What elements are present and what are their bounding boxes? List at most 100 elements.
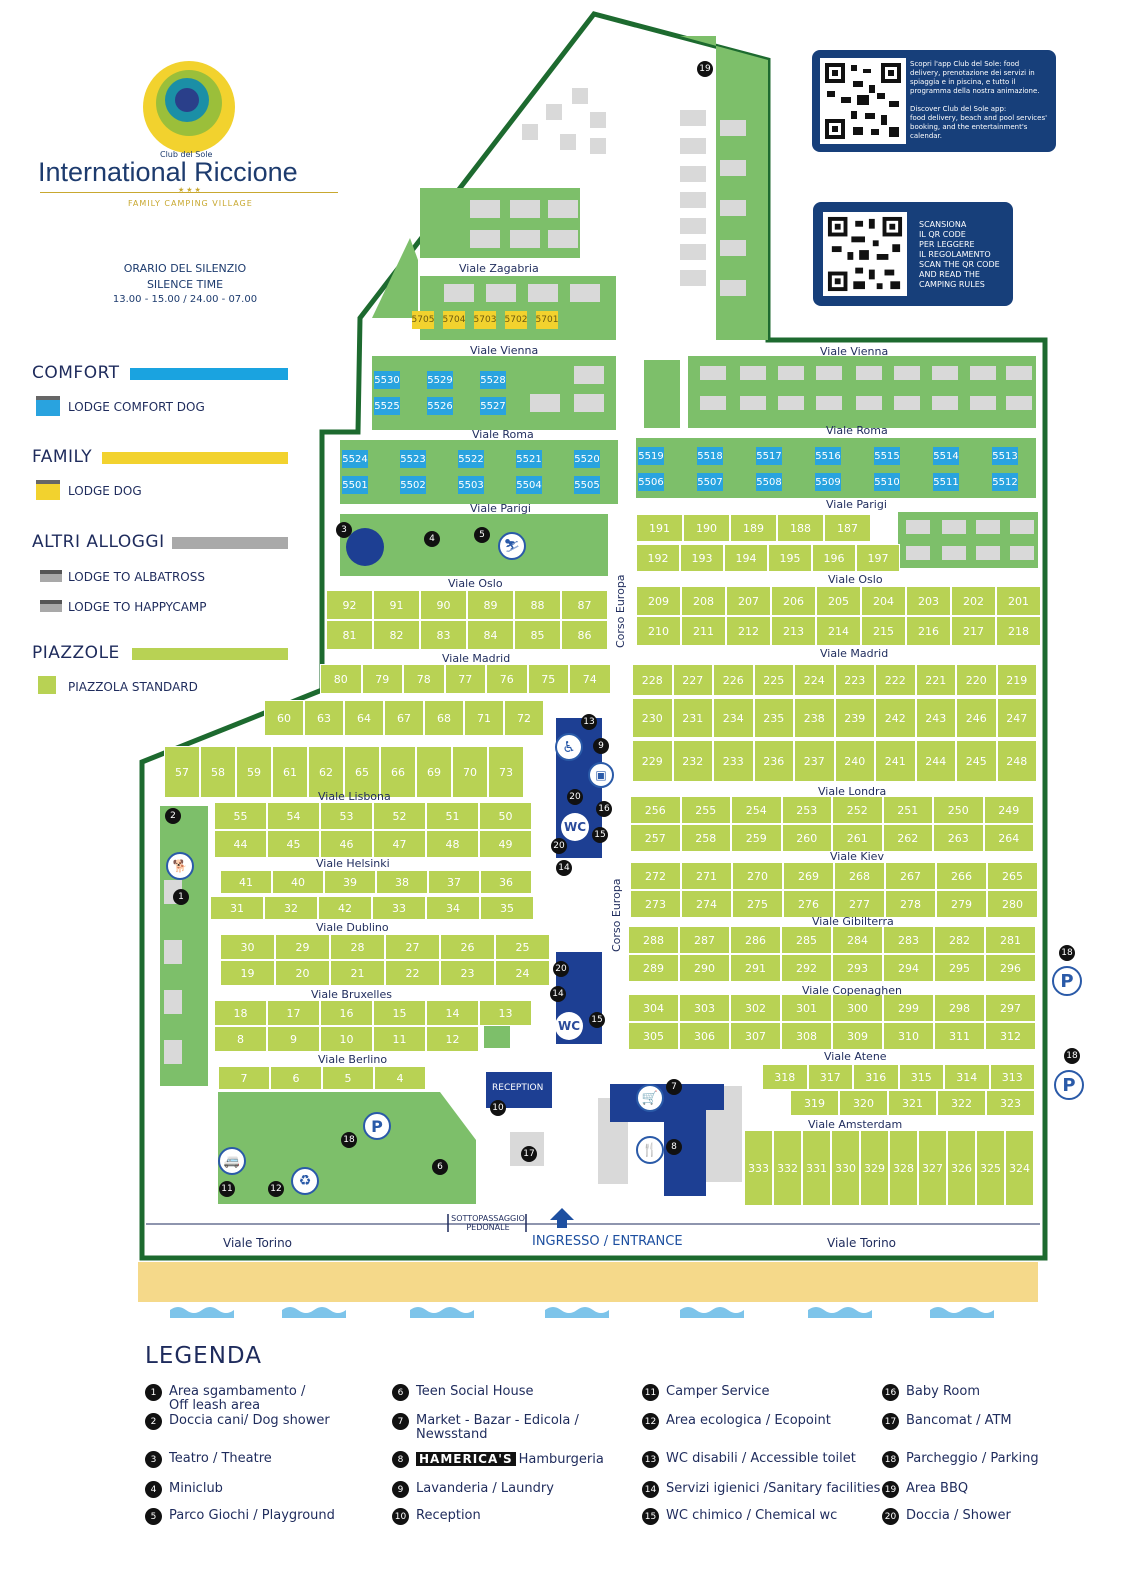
pitch-83[interactable]: 83 xyxy=(420,620,467,650)
pitch-261[interactable]: 261 xyxy=(832,824,883,852)
pitch-81[interactable]: 81 xyxy=(326,620,373,650)
pitch-269[interactable]: 269 xyxy=(783,862,834,890)
pitch-63[interactable]: 63 xyxy=(304,700,344,736)
pitch-80[interactable]: 80 xyxy=(320,664,362,694)
pitch-294[interactable]: 294 xyxy=(883,954,934,982)
pitch-238[interactable]: 238 xyxy=(794,698,835,738)
pitch-253[interactable]: 253 xyxy=(781,796,832,824)
pitch-59[interactable]: 59 xyxy=(236,746,272,798)
pitch-300[interactable]: 300 xyxy=(832,994,883,1022)
pitch-310[interactable]: 310 xyxy=(883,1022,934,1050)
pitch-322[interactable]: 322 xyxy=(937,1090,986,1116)
pitch-219[interactable]: 219 xyxy=(996,664,1037,696)
pitch-236[interactable]: 236 xyxy=(753,740,794,782)
pitch-282[interactable]: 282 xyxy=(934,926,985,954)
pitch-245[interactable]: 245 xyxy=(956,740,997,782)
pitch-307[interactable]: 307 xyxy=(730,1022,781,1050)
pitch-15[interactable]: 15 xyxy=(373,1000,426,1026)
pitch-276[interactable]: 276 xyxy=(783,890,834,918)
marker-6-teen-house[interactable]: 6 xyxy=(432,1159,448,1175)
pitch-32[interactable]: 32 xyxy=(264,896,318,920)
lodge-5519[interactable]: 5519 xyxy=(638,447,664,465)
pitch-191[interactable]: 191 xyxy=(636,514,683,542)
pitch-247[interactable]: 247 xyxy=(996,698,1037,738)
pitch-50[interactable]: 50 xyxy=(479,802,532,830)
pitch-201[interactable]: 201 xyxy=(996,586,1041,616)
pitch-308[interactable]: 308 xyxy=(781,1022,832,1050)
pitch-264[interactable]: 264 xyxy=(983,824,1034,852)
pitch-204[interactable]: 204 xyxy=(861,586,906,616)
qr-app-code-icon[interactable] xyxy=(820,58,906,144)
pitch-70[interactable]: 70 xyxy=(452,746,488,798)
pitch-222[interactable]: 222 xyxy=(875,664,916,696)
pitch-277[interactable]: 277 xyxy=(834,890,885,918)
pitch-74[interactable]: 74 xyxy=(569,664,611,694)
parking-icon-east-b[interactable]: P xyxy=(1054,1070,1084,1100)
pitch-39[interactable]: 39 xyxy=(324,870,376,894)
pitch-251[interactable]: 251 xyxy=(882,796,933,824)
pitch-88[interactable]: 88 xyxy=(514,590,561,620)
parking-icon-east[interactable]: P xyxy=(1052,966,1082,996)
lodge-5514[interactable]: 5514 xyxy=(933,447,959,465)
lodge-5508[interactable]: 5508 xyxy=(756,473,782,491)
pitch-289[interactable]: 289 xyxy=(628,954,679,982)
pitch-279[interactable]: 279 xyxy=(936,890,987,918)
pitch-319[interactable]: 319 xyxy=(790,1090,839,1116)
lodge-5516[interactable]: 5516 xyxy=(815,447,841,465)
pitch-293[interactable]: 293 xyxy=(832,954,883,982)
pitch-326[interactable]: 326 xyxy=(947,1130,976,1206)
pitch-332[interactable]: 332 xyxy=(773,1130,802,1206)
pitch-40[interactable]: 40 xyxy=(272,870,324,894)
pitch-35[interactable]: 35 xyxy=(480,896,534,920)
pitch-242[interactable]: 242 xyxy=(875,698,916,738)
pitch-90[interactable]: 90 xyxy=(420,590,467,620)
pitch-68[interactable]: 68 xyxy=(424,700,464,736)
lodge-5526[interactable]: 5526 xyxy=(427,397,453,415)
lodge-5515[interactable]: 5515 xyxy=(874,447,900,465)
pitch-254[interactable]: 254 xyxy=(731,796,782,824)
pitch-274[interactable]: 274 xyxy=(681,890,732,918)
wc-icon[interactable]: WC xyxy=(561,813,589,841)
pitch-193[interactable]: 193 xyxy=(680,544,724,572)
pitch-205[interactable]: 205 xyxy=(816,586,861,616)
pitch-87[interactable]: 87 xyxy=(561,590,608,620)
marker-18-parking-east-b[interactable]: 18 xyxy=(1064,1048,1080,1064)
lodge-5523[interactable]: 5523 xyxy=(400,450,426,468)
pitch-280[interactable]: 280 xyxy=(987,890,1038,918)
lodge-5518[interactable]: 5518 xyxy=(697,447,723,465)
pitch-214[interactable]: 214 xyxy=(816,616,861,646)
pitch-232[interactable]: 232 xyxy=(672,740,713,782)
pitch-197[interactable]: 197 xyxy=(856,544,900,572)
lodge-5513[interactable]: 5513 xyxy=(992,447,1018,465)
pitch-266[interactable]: 266 xyxy=(936,862,987,890)
pitch-4[interactable]: 4 xyxy=(374,1066,426,1090)
pitch-85[interactable]: 85 xyxy=(514,620,561,650)
lodge-5701[interactable]: 5701 xyxy=(536,311,558,329)
pitch-286[interactable]: 286 xyxy=(730,926,781,954)
pitch-42[interactable]: 42 xyxy=(318,896,372,920)
pitch-212[interactable]: 212 xyxy=(726,616,771,646)
lodge-5509[interactable]: 5509 xyxy=(815,473,841,491)
pitch-315[interactable]: 315 xyxy=(898,1064,944,1090)
pitch-278[interactable]: 278 xyxy=(885,890,936,918)
pitch-67[interactable]: 67 xyxy=(384,700,424,736)
lodge-5530[interactable]: 5530 xyxy=(374,371,400,389)
pitch-275[interactable]: 275 xyxy=(732,890,783,918)
pitch-262[interactable]: 262 xyxy=(882,824,933,852)
pitch-223[interactable]: 223 xyxy=(834,664,875,696)
pitch-226[interactable]: 226 xyxy=(713,664,754,696)
pitch-317[interactable]: 317 xyxy=(807,1064,853,1090)
pitch-75[interactable]: 75 xyxy=(527,664,569,694)
pitch-58[interactable]: 58 xyxy=(200,746,236,798)
pitch-216[interactable]: 216 xyxy=(906,616,951,646)
pitch-323[interactable]: 323 xyxy=(986,1090,1035,1116)
pitch-304[interactable]: 304 xyxy=(628,994,679,1022)
marker-18-parking[interactable]: 18 xyxy=(341,1132,357,1148)
pitch-202[interactable]: 202 xyxy=(951,586,996,616)
pitch-312[interactable]: 312 xyxy=(985,1022,1036,1050)
pitch-248[interactable]: 248 xyxy=(996,740,1037,782)
marker-7-market[interactable]: 7 xyxy=(666,1079,682,1095)
pitch-60[interactable]: 60 xyxy=(264,700,304,736)
pitch-287[interactable]: 287 xyxy=(679,926,730,954)
lodge-5517[interactable]: 5517 xyxy=(756,447,782,465)
